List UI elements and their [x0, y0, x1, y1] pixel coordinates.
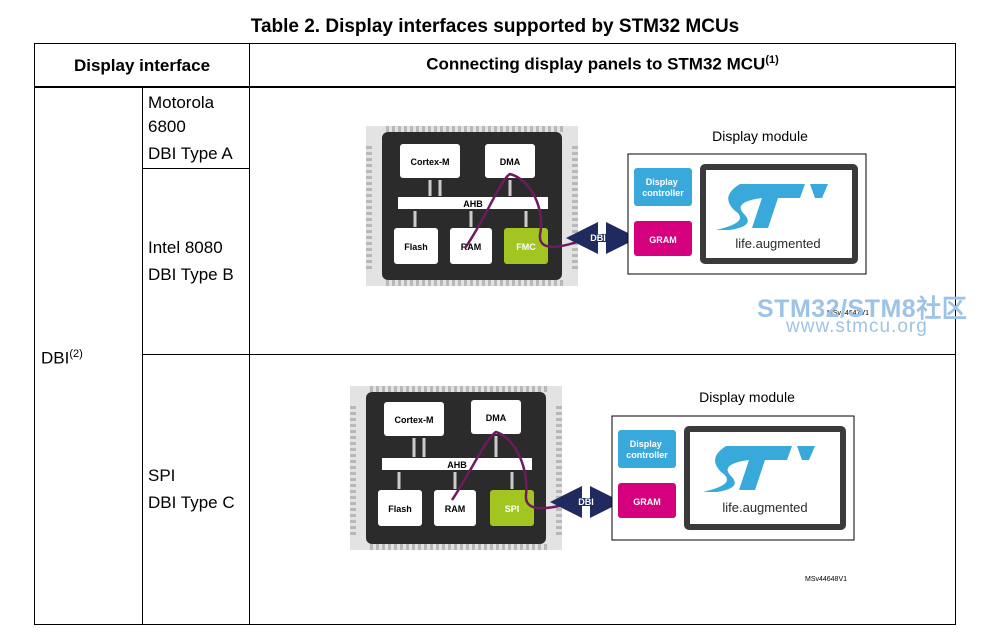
fmc-connection-diagram: Cortex-M DMA AHB Flash RAM FMC DBI Displ… [366, 126, 869, 317]
svg-text:SPI: SPI [505, 504, 520, 514]
watermark-brand: STM32/STM8社区 [757, 295, 968, 323]
svg-text:GRAM: GRAM [649, 235, 677, 245]
svg-text:Cortex-M: Cortex-M [394, 415, 433, 425]
subrow-intel: Intel 8080 DBI Type B [148, 238, 234, 284]
ram-block [450, 228, 492, 264]
svg-text:DBI: DBI [590, 233, 606, 243]
cortex-block [400, 144, 460, 178]
spi-connection-diagram: Cortex-M DMA AHB Flash RAM SPI DBI Displ… [350, 386, 855, 583]
dma-transfer-path [463, 172, 589, 249]
svg-text:MSv44647V1: MSv44647V1 [827, 310, 869, 317]
ahb-bus [382, 458, 532, 470]
table-border-bottom [34, 624, 956, 625]
table-header-divider [34, 86, 956, 88]
subrow-spi: SPI DBI Type C [148, 466, 235, 512]
svg-text:Display module: Display module [712, 128, 808, 144]
svg-text:AHB: AHB [463, 199, 483, 209]
display-controller-label: Display controller [642, 177, 684, 198]
st-logo [716, 184, 828, 230]
ahb-bus [398, 197, 548, 209]
st-logo [703, 446, 815, 492]
svg-text:Flash: Flash [388, 504, 412, 514]
cortex-block [384, 402, 444, 436]
table-column-divider [249, 43, 250, 625]
display-controller-label: Display controller [626, 439, 668, 460]
svg-text:MSv44648V1: MSv44648V1 [805, 576, 847, 583]
table-border-top [34, 43, 956, 44]
svg-text:DMA: DMA [500, 157, 521, 167]
svg-text:Flash: Flash [404, 242, 428, 252]
svg-text:AHB: AHB [447, 460, 467, 470]
table-border-left [34, 43, 35, 625]
dma-block [485, 144, 535, 178]
display-controller-block [634, 168, 692, 206]
svg-text:RAM: RAM [461, 242, 482, 252]
svg-text:RAM: RAM [445, 504, 466, 514]
fmc-block [504, 228, 548, 264]
column-header-connecting: Connecting display panels to STM32 MCU(1… [426, 54, 779, 74]
svg-text:Cortex-M: Cortex-M [410, 157, 449, 167]
watermark-url: www.stmcu.org [786, 316, 928, 337]
table-border-right [955, 43, 956, 625]
ram-block [434, 490, 476, 526]
svg-text:life.augmented: life.augmented [735, 236, 820, 251]
svg-text:Display module: Display module [699, 389, 795, 405]
dma-block [471, 400, 521, 434]
row-divider-c [142, 354, 956, 355]
subrow-motorola: Motorola 6800 DBI Type A [148, 93, 233, 163]
dma-transfer-path [450, 430, 575, 510]
svg-text:FMC: FMC [516, 242, 536, 252]
svg-text:GRAM: GRAM [633, 497, 661, 507]
flash-block [378, 490, 422, 526]
row-label-dbi: DBI(2) [41, 348, 83, 368]
svg-text:DBI: DBI [578, 497, 594, 507]
gram-block [634, 221, 692, 256]
gram-block [618, 483, 676, 518]
spi-block [490, 490, 534, 526]
display-controller-block [618, 430, 676, 468]
svg-text:life.augmented: life.augmented [722, 500, 807, 515]
table-title: Table 2. Display interfaces supported by… [250, 16, 740, 37]
flash-block [394, 228, 438, 264]
subrow-divider-ab [142, 168, 250, 169]
table-subcolumn-divider [142, 87, 143, 625]
svg-text:DMA: DMA [486, 413, 507, 423]
column-header-interface: Display interface [73, 56, 211, 75]
